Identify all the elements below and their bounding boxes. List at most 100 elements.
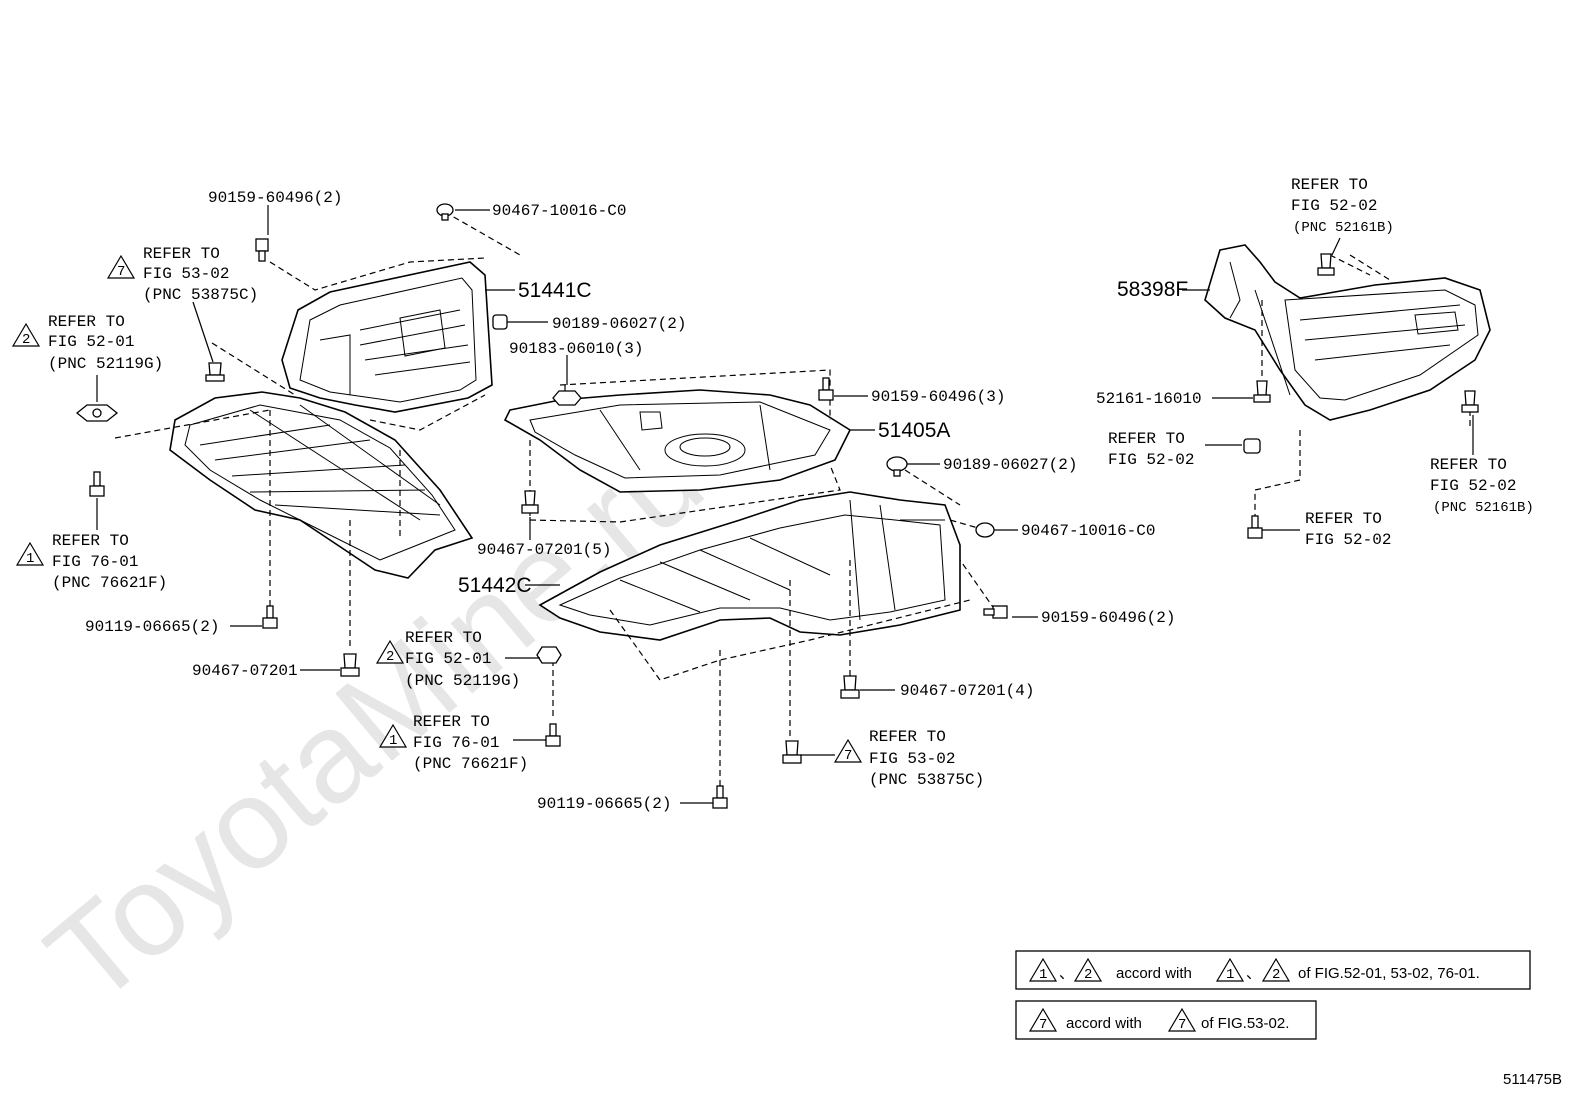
reference-callout: 7 REFER TO FIG 53-02 (PNC 53875C) [106, 245, 258, 304]
reference-callout: 1 REFER TO FIG 76-01 (PNC 76621F) [15, 532, 167, 592]
part-58398F-drawing [1204, 244, 1491, 421]
fastener-label: 90467-10016-C0 [492, 202, 626, 220]
fastener-label: 90159-60496(2) [1041, 609, 1175, 627]
svg-text:FIG 76-01: FIG 76-01 [413, 734, 499, 752]
fastener-label: 90467-07201(5) [477, 541, 611, 559]
svg-text:、: 、 [1246, 965, 1261, 982]
fastener-label: 90467-07201(4) [900, 682, 1034, 700]
bolt-icon [818, 377, 834, 401]
fastener-label: 52161-16010 [1096, 390, 1202, 408]
svg-text:accord with: accord with [1116, 965, 1192, 982]
svg-text:7: 7 [117, 264, 125, 280]
svg-text:(PNC 76621F): (PNC 76621F) [413, 755, 528, 773]
svg-text:(PNC 76621F): (PNC 76621F) [52, 574, 167, 592]
fastener-glyphs [75, 203, 1479, 809]
leader-lines [96, 205, 1474, 804]
triangle-mark-icon [1028, 957, 1058, 982]
left-undercover-drawing [169, 391, 474, 579]
nut-icon [536, 646, 562, 664]
part-number-51442C: 51442C [458, 574, 532, 597]
reference-callout: REFER TO FIG 52-02 [1108, 430, 1194, 469]
svg-text:FIG 52-01: FIG 52-01 [405, 650, 491, 668]
fastener-label: 90159-60496(3) [871, 388, 1005, 406]
svg-text:(PNC 52161B): (PNC 52161B) [1293, 220, 1394, 236]
svg-text:FIG 52-02: FIG 52-02 [1108, 451, 1194, 469]
reference-callout: REFER TO FIG 52-02 (PNC 52161B) [1291, 176, 1394, 236]
fastener-label: 90467-10016-C0 [1021, 522, 1155, 540]
svg-text:REFER TO: REFER TO [48, 313, 125, 331]
svg-text:REFER TO: REFER TO [405, 629, 482, 647]
svg-text:2: 2 [1084, 967, 1092, 983]
reference-callout: 2 REFER TO FIG 52-01 (PNC 52119G) [375, 629, 520, 690]
fastener-label: 90119-06665(2) [85, 618, 219, 636]
triangle-mark-icon [106, 254, 136, 279]
svg-text:FIG 52-02: FIG 52-02 [1430, 477, 1516, 495]
triangle-mark-icon [1073, 957, 1103, 982]
svg-text:FIG 52-02: FIG 52-02 [1305, 531, 1391, 549]
svg-text:2: 2 [386, 649, 394, 665]
svg-text:REFER TO: REFER TO [1108, 430, 1185, 448]
svg-text:REFER TO: REFER TO [1305, 510, 1382, 528]
svg-text:7: 7 [1039, 1017, 1047, 1033]
svg-text:of FIG.52-01, 53-02, 76-01.: of FIG.52-01, 53-02, 76-01. [1298, 965, 1480, 982]
nut-icon [552, 390, 582, 406]
svg-text:FIG 53-02: FIG 53-02 [869, 750, 955, 768]
reference-callout: 7 REFER TO FIG 53-02 (PNC 53875C) [833, 728, 984, 789]
svg-text:REFER TO: REFER TO [413, 713, 490, 731]
svg-text:7: 7 [844, 748, 852, 764]
triangle-mark-icon [1167, 1007, 1197, 1032]
part-51442C-drawing [538, 491, 961, 641]
part-51405A-drawing [503, 389, 852, 493]
clip-icon [205, 362, 225, 382]
bolt-icon [262, 605, 278, 629]
svg-text:2: 2 [1272, 967, 1280, 983]
triangle-mark-icon [1215, 957, 1245, 982]
svg-text:FIG 52-02: FIG 52-02 [1291, 197, 1377, 215]
bolt-icon [983, 605, 1008, 619]
clip-icon [840, 675, 860, 699]
svg-text:(PNC 52119G): (PNC 52119G) [48, 355, 163, 373]
fastener-label: 90189-06027(2) [943, 456, 1077, 474]
triangle-mark-icon [1261, 957, 1291, 982]
triangle-mark-icon [833, 738, 863, 763]
svg-text:FIG 76-01: FIG 76-01 [52, 553, 138, 571]
figure-id: 511475B [1503, 1071, 1562, 1088]
legend-row-2: 7 accord with 7 of FIG.53-02. [1015, 1000, 1317, 1040]
svg-text:1: 1 [26, 551, 34, 567]
bolt-icon [1247, 515, 1263, 539]
legend-row-1: 1 、 2 accord with 1 、 2 of FIG.52-01, 53… [1015, 950, 1531, 990]
svg-text:FIG 52-01: FIG 52-01 [48, 333, 134, 351]
clip-icon [1253, 380, 1271, 403]
fastener-label: 90183-06010(3) [509, 340, 643, 358]
nut-icon [492, 314, 508, 330]
triangle-mark-icon [378, 723, 408, 748]
svg-text:(PNC 52161B): (PNC 52161B) [1433, 500, 1534, 516]
triangle-mark-icon [11, 322, 41, 347]
clip-icon [1243, 438, 1261, 454]
reference-callout: REFER TO FIG 52-02 [1305, 510, 1391, 549]
svg-text:REFER TO: REFER TO [1430, 456, 1507, 474]
clip-icon [886, 456, 908, 477]
svg-text:7: 7 [1178, 1017, 1186, 1033]
svg-text:REFER TO: REFER TO [143, 245, 220, 263]
fastener-label: 90467-07201 [192, 662, 298, 680]
reference-callout: 2 REFER TO FIG 52-01 (PNC 52119G) [11, 313, 163, 373]
svg-text:(PNC 52119G): (PNC 52119G) [405, 672, 520, 690]
triangle-mark-icon [1028, 1007, 1058, 1032]
part-number-51405A: 51405A [878, 419, 950, 442]
svg-text:1: 1 [389, 733, 397, 749]
triangle-mark-icon [15, 541, 45, 566]
clip-icon [1461, 390, 1479, 413]
svg-text:accord with: accord with [1066, 1015, 1142, 1032]
clip-icon [782, 740, 802, 764]
svg-text:REFER TO: REFER TO [52, 532, 129, 550]
part-number-58398F: 58398F [1117, 278, 1188, 301]
svg-text:REFER TO: REFER TO [869, 728, 946, 746]
assembly-dashed-lines [114, 211, 1471, 790]
svg-text:1: 1 [1039, 967, 1047, 983]
clip-icon [436, 203, 454, 221]
part-51441C-drawing [281, 261, 493, 413]
bolt-icon [545, 723, 561, 747]
nut-icon [75, 404, 119, 422]
